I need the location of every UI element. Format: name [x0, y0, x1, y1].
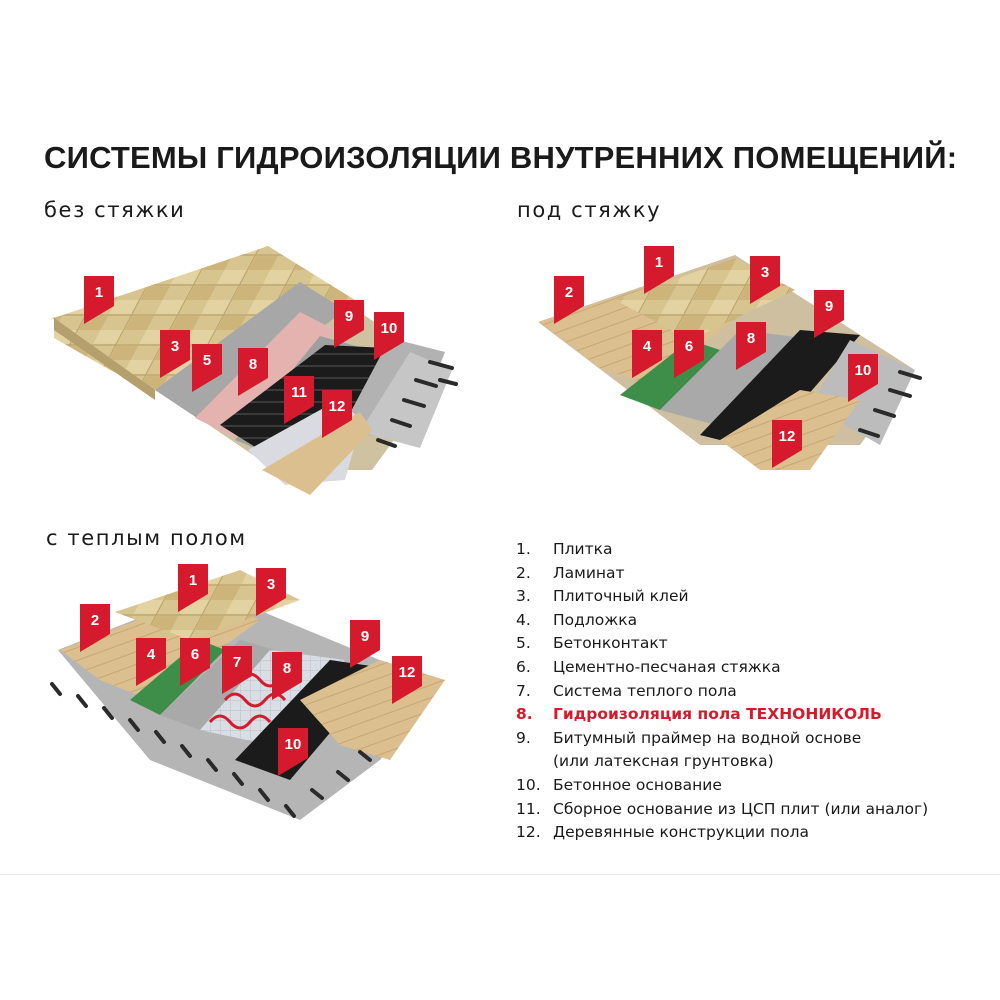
svg-text:1: 1: [95, 284, 103, 301]
legend-item: 3.Плиточный клей: [516, 587, 689, 606]
marker: 12: [772, 420, 802, 468]
diagram-label-under-screed: под стяжку: [517, 198, 662, 222]
divider: [0, 874, 1000, 875]
svg-text:9: 9: [345, 308, 353, 325]
marker: 6: [674, 330, 704, 378]
legend-item: 2.Ламинат: [516, 563, 625, 582]
svg-text:6: 6: [685, 338, 693, 355]
marker: 1: [644, 246, 674, 294]
svg-text:9: 9: [825, 298, 833, 315]
svg-text:1: 1: [655, 254, 663, 271]
svg-text:3: 3: [171, 338, 179, 355]
marker: 6: [180, 638, 210, 686]
legend-item: 11.Сборное основание из ЦСП плит (или ан…: [516, 799, 929, 818]
svg-text:11: 11: [291, 384, 307, 401]
legend: 1.Плитка 2.Ламинат 3.Плиточный клей 4.По…: [516, 538, 928, 845]
marker: 2: [80, 604, 110, 652]
svg-text:1: 1: [189, 572, 197, 589]
marker: 7: [222, 646, 252, 694]
marker: 10: [278, 728, 308, 776]
svg-text:5: 5: [203, 352, 211, 369]
marker: 9: [814, 290, 844, 338]
svg-text:4: 4: [147, 646, 156, 663]
marker: 11: [284, 376, 314, 424]
marker: 4: [136, 638, 166, 686]
marker: 5: [192, 344, 222, 392]
marker: 8: [238, 348, 268, 396]
marker: 3: [256, 568, 286, 616]
legend-item: 1.Плитка: [516, 540, 613, 558]
marker: 3: [160, 330, 190, 378]
legend-item: 4.Подложка: [516, 610, 638, 629]
legend-item: 7.Система теплого пола: [516, 681, 737, 700]
diagram-label-no-screed: без стяжки: [44, 198, 186, 222]
svg-text:2: 2: [565, 284, 573, 301]
svg-text:8: 8: [283, 660, 291, 677]
marker: 12: [392, 656, 422, 704]
marker: 12: [322, 390, 352, 438]
marker: 8: [736, 322, 766, 370]
svg-text:9: 9: [361, 628, 369, 645]
svg-text:12: 12: [329, 398, 346, 415]
legend-item: 10.Бетонное основание: [516, 775, 722, 794]
marker: 9: [350, 620, 380, 668]
marker: 10: [848, 354, 878, 402]
svg-text:10: 10: [855, 362, 872, 379]
marker: 4: [632, 330, 662, 378]
diagram-label-heated-floor: с теплым полом: [46, 526, 247, 550]
svg-text:4: 4: [643, 338, 652, 355]
marker: 8: [272, 652, 302, 700]
svg-text:12: 12: [399, 664, 416, 681]
marker: 1: [178, 564, 208, 612]
svg-text:7: 7: [233, 654, 241, 671]
marker: 2: [554, 276, 584, 324]
svg-text:8: 8: [747, 330, 755, 347]
svg-text:12: 12: [779, 428, 796, 445]
marker: 1: [84, 276, 114, 324]
marker: 10: [374, 312, 404, 360]
svg-text:2: 2: [91, 612, 99, 629]
svg-text:3: 3: [267, 576, 275, 593]
marker: 3: [750, 256, 780, 304]
svg-text:3: 3: [761, 264, 769, 281]
page-title: СИСТЕМЫ ГИДРОИЗОЛЯЦИИ ВНУТРЕННИХ ПОМЕЩЕН…: [44, 140, 958, 175]
svg-text:10: 10: [381, 320, 398, 337]
svg-text:6: 6: [191, 646, 199, 663]
legend-item-highlighted: 8.Гидроизоляция пола ТЕХНОНИКОЛЬ: [516, 705, 882, 724]
marker: 9: [334, 300, 364, 348]
svg-text:8: 8: [249, 356, 257, 373]
legend-item: 12.Деревянные конструкции пола: [516, 823, 809, 842]
svg-text:10: 10: [285, 736, 302, 753]
legend-item: 5.Бетонконтакт: [516, 634, 668, 653]
legend-item: 9.Битумный праймер на водной основе(или …: [516, 728, 862, 771]
legend-item: 6.Цементно-песчаная стяжка: [516, 657, 781, 676]
